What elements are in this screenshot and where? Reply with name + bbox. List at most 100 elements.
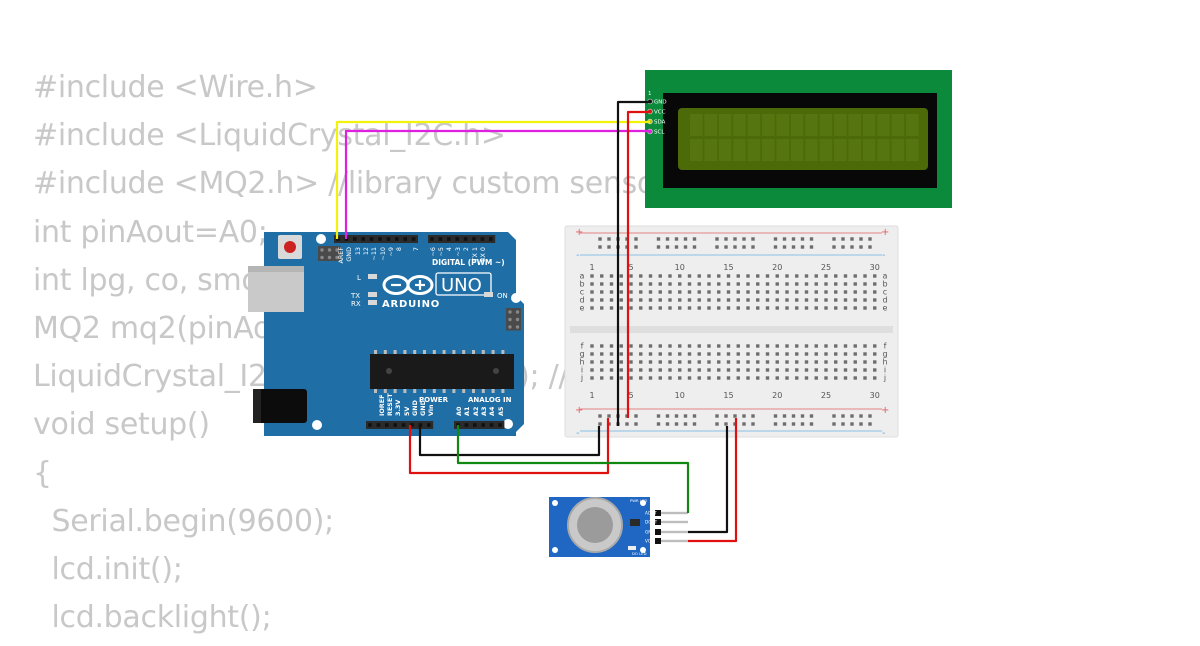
analog-pin-label: A5	[497, 407, 505, 416]
mq2-pin-leg	[658, 539, 688, 543]
breadboard-hole	[687, 344, 692, 348]
rail-hole	[868, 414, 872, 418]
breadboard-hole	[736, 306, 740, 310]
rail-hole	[791, 245, 796, 249]
breadboard-hole	[736, 344, 740, 348]
mq2-sensor-mesh	[577, 507, 613, 543]
breadboard-hole	[687, 282, 692, 286]
breadboard-hole	[824, 344, 828, 348]
rail-hole	[683, 414, 688, 418]
breadboard-hole	[775, 376, 779, 380]
lcd-cell	[762, 139, 775, 161]
breadboard-hole	[775, 306, 779, 310]
digital-pin-header[interactable]	[334, 235, 496, 243]
mq2-do-led-label: DO LED	[632, 551, 647, 556]
chip-leg	[481, 389, 485, 393]
code-line: lcd.init();	[33, 551, 183, 587]
breadboard-hole	[775, 368, 779, 372]
breadboard-hole	[600, 306, 604, 310]
rail-hole	[656, 237, 661, 241]
breadboard-hole	[756, 282, 760, 286]
rail-hole	[715, 414, 719, 418]
breadboard-hole	[765, 344, 770, 348]
rail-hole	[773, 237, 778, 241]
analog-pin-header[interactable]	[454, 421, 505, 429]
rail-hole	[674, 237, 679, 241]
breadboard-hole	[707, 376, 711, 380]
rail-hole	[674, 414, 679, 418]
breadboard-hole	[765, 306, 770, 310]
breadboard-hole	[795, 368, 799, 372]
breadboard-hole	[746, 360, 750, 364]
breadboard-hole	[609, 282, 614, 286]
lcd-pin-label: VCC	[654, 110, 666, 116]
wire-lcd-gnd	[616, 100, 650, 426]
lcd-cell	[862, 114, 876, 136]
breadboard-hole	[697, 368, 701, 372]
breadboard-hole	[609, 290, 614, 294]
breadboard-hole	[873, 344, 877, 348]
arduino-brand-label: ARDUINO	[382, 299, 440, 310]
icsp-pin	[515, 317, 520, 322]
breadboard-hole	[639, 344, 643, 348]
breadboard-row-letter: h	[882, 358, 887, 367]
chip-leg	[413, 350, 417, 354]
breadboard-hole	[668, 290, 672, 294]
chip-leg	[393, 350, 397, 354]
breadboard-hole	[658, 360, 662, 364]
lcd-cell	[891, 114, 905, 136]
led-l	[368, 274, 377, 279]
digital-pin-label: ~10	[379, 247, 387, 261]
rail-hole	[742, 237, 746, 241]
lcd-cell	[790, 114, 804, 136]
breadboard-hole	[629, 298, 633, 302]
rail-hole	[832, 245, 836, 249]
digital-header-pin	[463, 237, 468, 241]
breadboard-hole	[785, 368, 789, 372]
breadboard-column-number: 25	[821, 391, 831, 400]
rail-hole	[692, 414, 697, 418]
icsp-pin	[320, 248, 324, 252]
breadboard-hole	[804, 368, 809, 372]
breadboard-hole	[736, 360, 740, 364]
rail-hole	[724, 414, 728, 418]
breadboard-row-letter: c	[883, 288, 887, 297]
rail-hole	[598, 414, 602, 418]
power-pin-header[interactable]	[366, 421, 434, 429]
breadboard-hole	[609, 352, 614, 356]
mq2-mount-hole	[552, 500, 558, 506]
breadboard-hole	[609, 360, 614, 364]
breadboard-hole	[619, 306, 623, 310]
breadboard-hole	[639, 290, 643, 294]
breadboard-hole	[687, 274, 692, 278]
breadboard-hole	[726, 376, 731, 380]
breadboard-hole	[629, 282, 633, 286]
rail-hole	[850, 237, 854, 241]
breadboard-hole	[804, 282, 809, 286]
breadboard-hole	[668, 360, 672, 364]
breadboard-hole	[717, 376, 721, 380]
breadboard-hole	[746, 274, 750, 278]
breadboard-hole	[619, 352, 623, 356]
breadboard-hole	[619, 360, 623, 364]
breadboard-row-letter: g	[579, 350, 584, 359]
led-on	[484, 292, 493, 297]
digital-header-label: DIGITAL (PWM ~)	[432, 258, 505, 267]
rail-hole	[733, 237, 737, 241]
breadboard-hole	[590, 368, 594, 372]
breadboard-hole	[746, 376, 750, 380]
breadboard-hole	[795, 360, 799, 364]
rail-plus-label: +	[575, 227, 583, 238]
breadboard-hole	[658, 352, 662, 356]
led-l-label: L	[357, 274, 361, 282]
rail-plus-label: +	[881, 405, 889, 416]
breadboard-hole	[746, 344, 750, 348]
rail-hole	[773, 414, 778, 418]
logo-infinity-right	[406, 275, 434, 295]
code-line: int pinAout=A0;	[33, 214, 268, 250]
rail-hole	[742, 414, 746, 418]
